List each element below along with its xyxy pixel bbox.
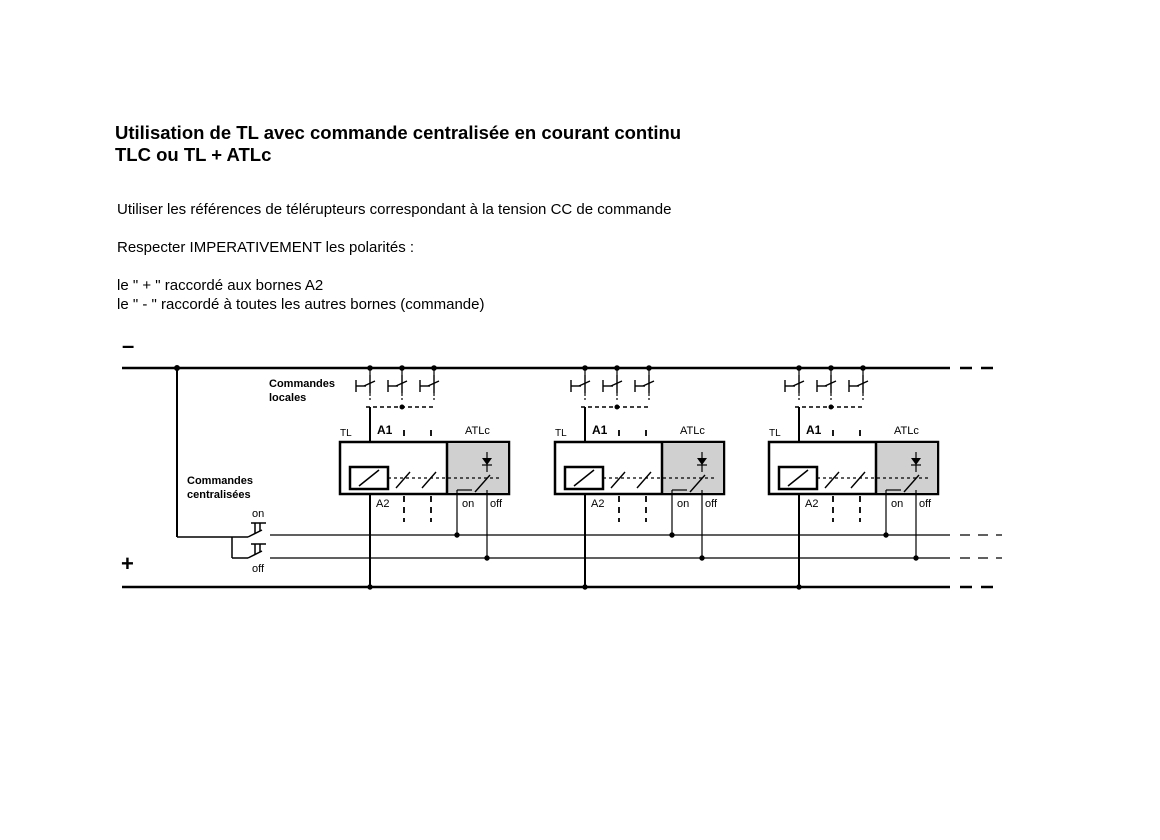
local-pushbutton (387, 375, 408, 393)
local-pushbutton (355, 375, 376, 393)
tl-label: TL (340, 428, 352, 439)
local-pushbutton (602, 375, 623, 393)
atlc-label: ATLc (894, 425, 919, 437)
minus-sign: – (122, 333, 134, 358)
a2-terminal-label: A2 (805, 498, 818, 510)
local-pushbutton (816, 375, 837, 393)
commandes-locales-label-1: Commandes (269, 378, 335, 390)
module-1: TL A1 ATLc A2 on off (338, 365, 511, 590)
local-pushbutton (634, 375, 655, 393)
a1-terminal-label: A1 (806, 423, 822, 437)
local-pushbutton (419, 375, 440, 393)
off-terminal-label: off (705, 498, 718, 510)
off-terminal-label: off (919, 498, 932, 510)
a1-terminal-label: A1 (377, 423, 393, 437)
local-pushbutton (570, 375, 591, 393)
local-pushbutton (848, 375, 869, 393)
on-terminal-label: on (677, 498, 689, 510)
off-terminal-label: off (490, 498, 503, 510)
plus-sign: + (121, 551, 134, 576)
central-on-label: on (252, 508, 264, 520)
central-off-pushbutton (247, 543, 266, 559)
instruction-plus: le " + " raccordé aux bornes A2 (117, 277, 324, 294)
title-line-2: TLC ou TL + ATLc (115, 144, 272, 165)
bus-lines (122, 366, 1002, 589)
instruction-polarities: Respecter IMPERATIVEMENT les polarités : (117, 239, 415, 256)
commandes-centralisees-label-1: Commandes (187, 475, 253, 487)
on-terminal-label: on (891, 498, 903, 510)
central-off-label: off (252, 563, 265, 575)
module-3: TL A1 ATLc A2 on off (767, 365, 940, 590)
page-title: Utilisation de TL avec commande centrali… (115, 122, 681, 166)
instruction-minus: le " - " raccordé à toutes les autres bo… (117, 296, 485, 313)
title-line-1: Utilisation de TL avec commande centrali… (115, 122, 682, 143)
atlc-label: ATLc (465, 425, 490, 437)
instruction-references: Utiliser les références de télérupteurs … (117, 201, 672, 218)
module-2: TL A1 ATLc A2 on off (553, 365, 726, 590)
local-pushbutton (784, 375, 805, 393)
central-on-pushbutton (247, 522, 266, 538)
commandes-centralisees-label-2: centralisées (187, 489, 251, 501)
commandes-locales-label-2: locales (269, 392, 306, 404)
atlc-label: ATLc (680, 425, 705, 437)
tl-label: TL (555, 428, 567, 439)
central-control (174, 365, 266, 559)
a1-terminal-label: A1 (592, 423, 608, 437)
on-terminal-label: on (462, 498, 474, 510)
a2-terminal-label: A2 (376, 498, 389, 510)
a2-terminal-label: A2 (591, 498, 604, 510)
tl-label: TL (769, 428, 781, 439)
